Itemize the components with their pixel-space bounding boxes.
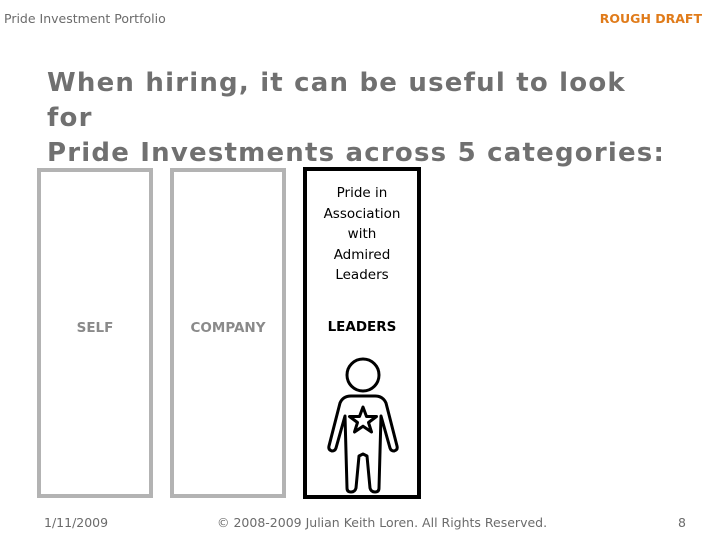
description-line: Pride in <box>336 185 388 201</box>
description-line: with <box>347 226 377 242</box>
person-with-star-icon <box>327 357 399 494</box>
category-card-leaders: Pride in Association with Admired Leader… <box>303 167 421 499</box>
draft-label: ROUGH DRAFT <box>599 11 702 26</box>
category-label-leaders: LEADERS <box>327 319 397 335</box>
category-label-self: SELF <box>76 320 114 336</box>
category-card-self: SELF <box>37 168 153 498</box>
slide-heading-line-2: Pride Investments across 5 categories: <box>47 138 666 168</box>
slide-heading: When hiring, it can be useful to look fo… <box>47 66 667 171</box>
presentation-title: Pride Investment Portfolio <box>4 11 166 26</box>
footer-copyright: © 2008-2009 Julian Keith Loren. All Righ… <box>217 515 548 530</box>
description-line: Association <box>323 205 401 222</box>
category-description-leaders: Pride in Association with Admired Leader… <box>307 183 417 286</box>
description-line: Admired <box>333 246 391 263</box>
category-card-company: COMPANY <box>170 168 286 498</box>
category-label-company: COMPANY <box>190 320 266 336</box>
footer-date: 1/11/2009 <box>44 515 109 530</box>
footer-page-number: 8 <box>678 515 686 530</box>
description-line: Leaders <box>335 267 389 283</box>
slide-heading-line-1: When hiring, it can be useful to look fo… <box>47 68 626 133</box>
